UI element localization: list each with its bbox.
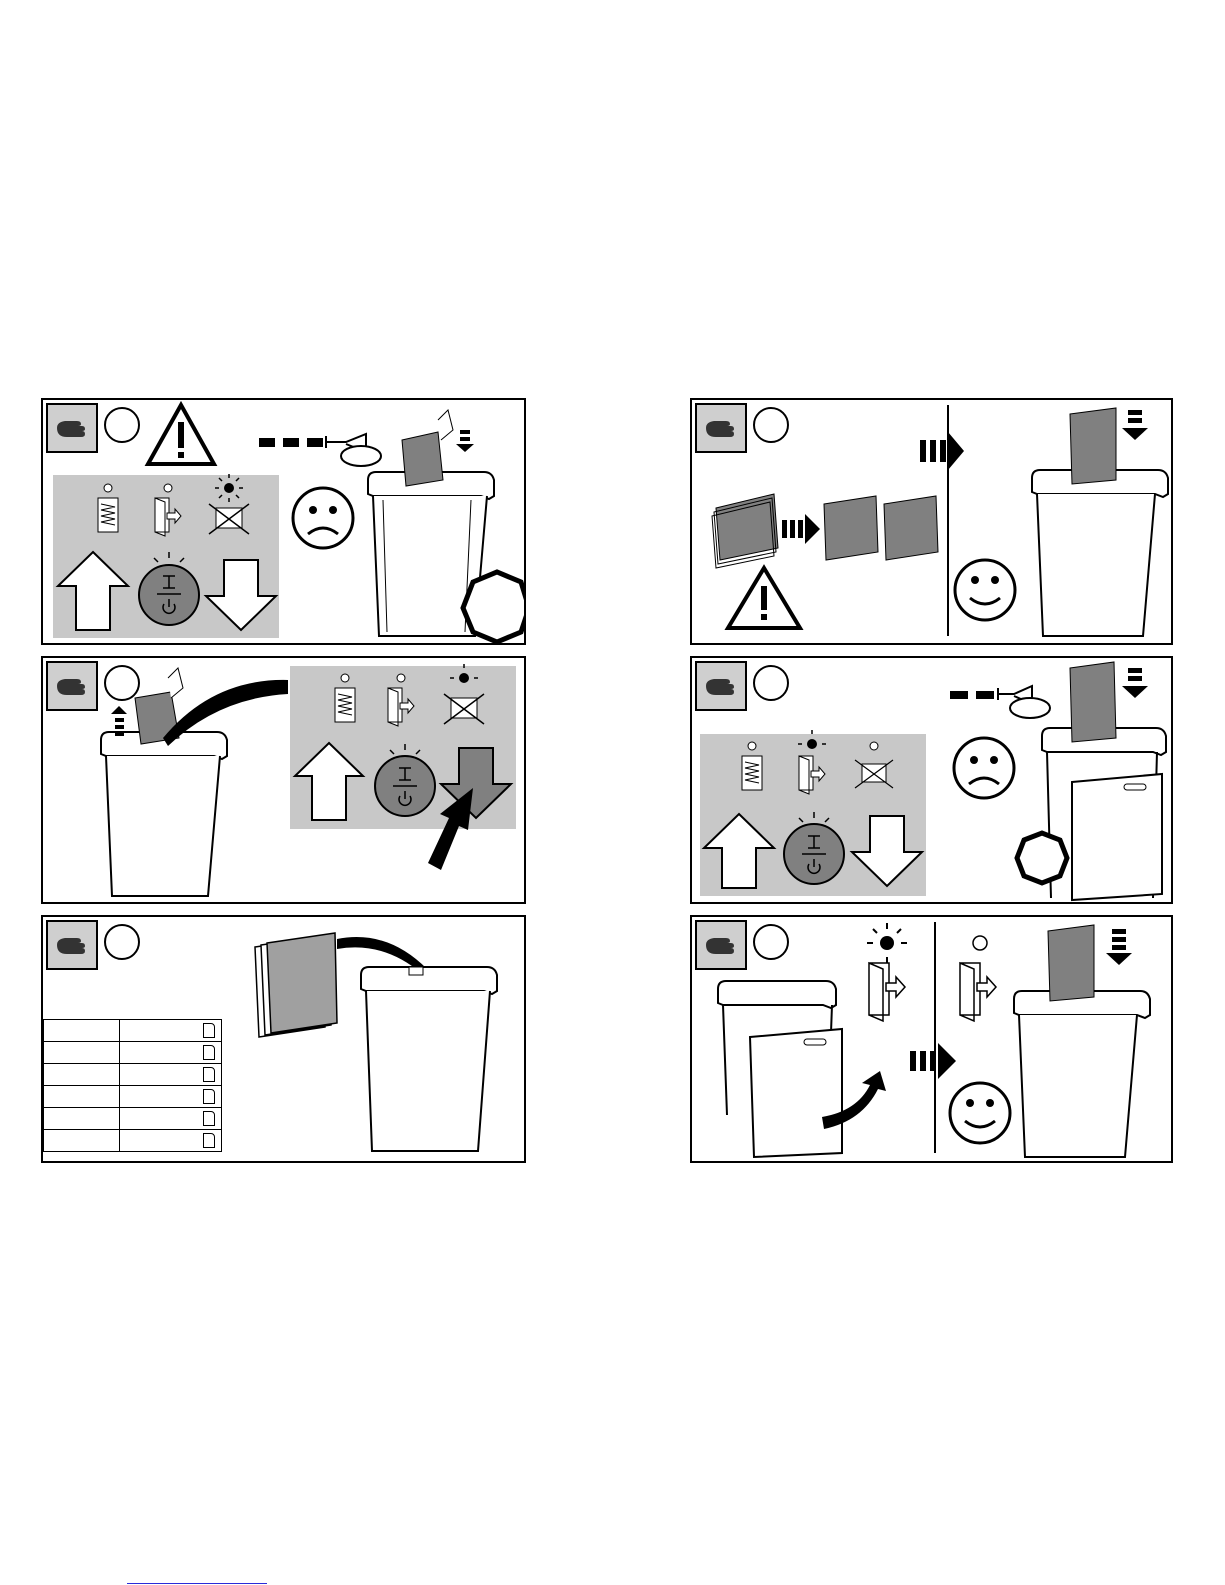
table-row bbox=[44, 1042, 222, 1064]
step-panel-split-stack bbox=[690, 398, 1173, 645]
stop-octagon-icon bbox=[1017, 833, 1067, 883]
step-number-circle bbox=[754, 925, 788, 959]
sheet-icon bbox=[203, 1023, 215, 1038]
table-row bbox=[44, 1064, 222, 1086]
warning-triangle-icon bbox=[728, 568, 800, 628]
step-panel-capacity bbox=[41, 915, 526, 1163]
step-panel-overload bbox=[41, 398, 526, 645]
pointing-hand-icon bbox=[696, 404, 746, 452]
stop-octagon-icon bbox=[463, 572, 526, 642]
step-panel-reverse bbox=[41, 656, 526, 904]
horn-icon bbox=[259, 434, 381, 466]
step-number-circle bbox=[754, 666, 788, 700]
sheet-capacity-table bbox=[43, 1019, 222, 1152]
step-illustration bbox=[43, 400, 526, 645]
step-panel-door-close bbox=[690, 915, 1173, 1163]
happy-face-icon bbox=[950, 1083, 1010, 1143]
happy-face-icon bbox=[955, 560, 1015, 620]
shredder-illustration bbox=[718, 981, 842, 1157]
door-open-icon bbox=[960, 936, 996, 1021]
pointing-hand-icon bbox=[696, 662, 746, 710]
step-number-circle bbox=[105, 408, 139, 442]
door-open-icon bbox=[867, 923, 907, 1021]
horn-icon bbox=[950, 686, 1050, 718]
pointing-hand-icon bbox=[47, 921, 97, 969]
table-row bbox=[44, 1108, 222, 1130]
sheet-icon bbox=[203, 1045, 215, 1060]
step-number-circle bbox=[754, 408, 788, 442]
shredder-illustration bbox=[1014, 925, 1150, 1157]
table-row bbox=[44, 1020, 222, 1042]
table-row bbox=[44, 1086, 222, 1108]
pointing-hand-icon bbox=[696, 921, 746, 969]
sheet-icon bbox=[203, 1067, 215, 1082]
step-number-circle bbox=[105, 925, 139, 959]
sheet-icon bbox=[203, 1133, 215, 1148]
shredder-illustration bbox=[361, 967, 497, 1151]
sad-face-icon bbox=[954, 738, 1014, 798]
pointing-hand-icon bbox=[47, 404, 97, 452]
step-number-circle bbox=[105, 666, 139, 700]
step-panel-door-open bbox=[690, 656, 1173, 904]
shredder-illustration bbox=[1032, 408, 1168, 636]
footer-link-underline[interactable] bbox=[127, 1583, 267, 1584]
sheet-icon bbox=[203, 1089, 215, 1104]
warning-triangle-icon bbox=[148, 405, 214, 464]
sad-face-icon bbox=[293, 488, 353, 548]
table-row bbox=[44, 1130, 222, 1152]
sheet-icon bbox=[203, 1111, 215, 1126]
pointing-hand-icon bbox=[47, 662, 97, 710]
